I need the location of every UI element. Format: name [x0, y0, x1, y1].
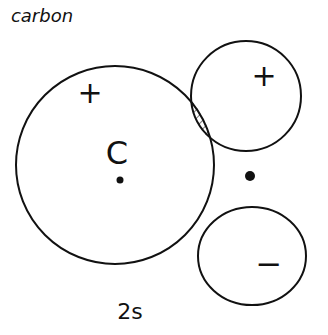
orbital-outline: [190, 40, 302, 152]
atom-symbol: C: [106, 137, 128, 169]
atom-name: carbon: [11, 7, 73, 25]
orbital-name: 2s: [117, 301, 142, 323]
nucleus-dot: [117, 177, 124, 184]
phase-sign: +: [251, 61, 276, 91]
p-lobe-circle: +: [190, 40, 302, 152]
overlap-shading: [190, 40, 307, 306]
orbital-outline: [197, 206, 307, 306]
phase-sign: +: [77, 78, 102, 108]
phase-sign: −: [256, 248, 283, 280]
p-lobe-circle: −: [197, 206, 307, 306]
s-orbital-circle: +C: [15, 65, 215, 265]
node-dot: [245, 171, 255, 181]
